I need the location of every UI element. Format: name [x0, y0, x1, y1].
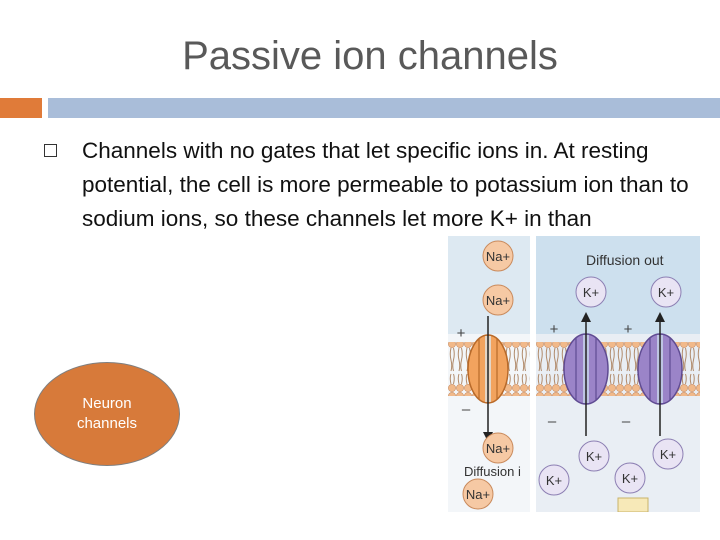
na-ion: Na+: [462, 478, 494, 510]
minus-sign: –: [462, 401, 471, 418]
label-tab: [617, 497, 649, 512]
na-ion: Na+: [482, 240, 514, 272]
k-ion: K+: [575, 276, 607, 308]
minus-sign: –: [622, 413, 631, 430]
k-ion-label: K+: [583, 285, 599, 300]
plus-sign: +: [624, 321, 633, 338]
k-ion-label: K+: [586, 449, 602, 464]
k-ion: K+: [652, 438, 684, 470]
plus-sign: +: [550, 321, 559, 338]
slide-title: Passive ion channels: [182, 34, 558, 78]
title-underline-bar: [48, 98, 720, 118]
k-ion: K+: [650, 276, 682, 308]
diffusion-out-label: Diffusion out: [586, 252, 664, 268]
plus-sign: +: [457, 325, 466, 342]
diffusion-in-label: Diffusion i: [464, 464, 521, 479]
na-ion-label: Na+: [486, 441, 510, 456]
na-ion: Na+: [482, 284, 514, 316]
k-ion: K+: [614, 462, 646, 494]
k-ion-label: K+: [622, 471, 638, 486]
k-ion-label: K+: [660, 447, 676, 462]
bullet-square-icon: [44, 144, 57, 157]
ion-channel-diagram: Diffusion out Diffusion i + + + – – – Na…: [448, 236, 700, 512]
title-underline-accent: [0, 98, 42, 118]
minus-sign: –: [548, 413, 557, 430]
na-ion-label: Na+: [486, 249, 510, 264]
na-ion-label: Na+: [466, 487, 490, 502]
neuron-channels-oval: Neuron channels: [34, 362, 180, 466]
k-ion-label: K+: [546, 473, 562, 488]
na-ion-label: Na+: [486, 293, 510, 308]
bullet-text: Channels with no gates that let specific…: [82, 138, 689, 231]
k-ion: K+: [538, 464, 570, 496]
k-ion: K+: [578, 440, 610, 472]
na-ion: Na+: [482, 432, 514, 464]
k-ion-label: K+: [658, 285, 674, 300]
